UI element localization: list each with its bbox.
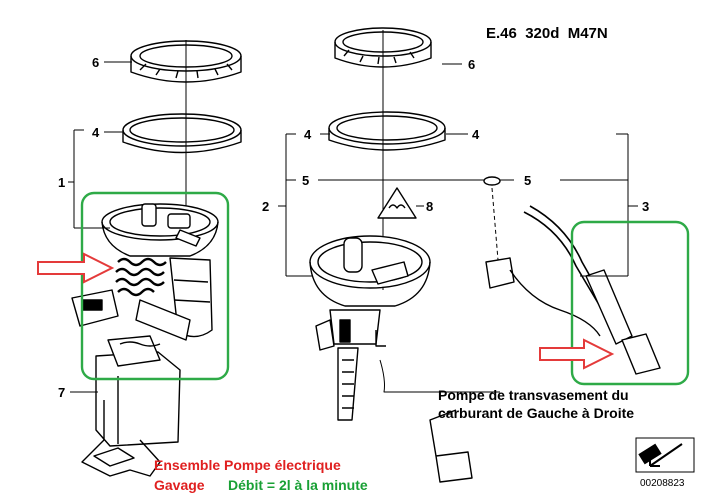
pump-assembly-label: Ensemble Pompe électrique: [154, 457, 341, 473]
callout-lines: [68, 61, 638, 393]
callout-5-right: 5: [524, 173, 531, 188]
reference-number: 00208823: [640, 478, 685, 489]
o-ring-small: [483, 176, 501, 186]
callout-4-left: 4: [92, 125, 100, 140]
callout-5-left: 5: [302, 173, 309, 188]
callout-6-right: 6: [468, 57, 475, 72]
callout-7: 7: [58, 385, 65, 400]
gavage-label: Gavage: [154, 477, 205, 493]
transfer-pump: [485, 205, 661, 375]
callout-8: 8: [426, 199, 433, 214]
callout-3: 3: [642, 199, 649, 214]
callout-2: 2: [262, 199, 269, 214]
seal-ring-left: [122, 113, 242, 154]
pointer-arrow-right-icon: [539, 338, 615, 370]
filter-housing: [81, 335, 181, 477]
callout-1: 1: [58, 175, 65, 190]
callout-6-left: 6: [92, 55, 99, 70]
callout-4-right: 4: [472, 127, 480, 142]
pump-assembly-right: [309, 235, 500, 483]
warning-label-icon: [377, 187, 417, 219]
highlight-box-transfer-pump: [570, 220, 690, 386]
diagram-title: E.46 320d M47N: [486, 25, 608, 42]
flow-rate-label: Débit = 2l à la minute: [228, 477, 368, 493]
pointer-arrow-left-icon: [37, 252, 115, 284]
transfer-pump-label-line2: carburant de Gauche à Droite: [438, 405, 634, 421]
highlight-box-pump-assembly: [80, 191, 230, 381]
reference-badge: [635, 437, 695, 473]
pump-assembly-left: [71, 203, 219, 341]
callout-4-mid: 4: [304, 127, 312, 142]
seal-ring-right: [328, 111, 446, 151]
transfer-pump-label-line1: Pompe de transvasement du: [438, 387, 629, 403]
